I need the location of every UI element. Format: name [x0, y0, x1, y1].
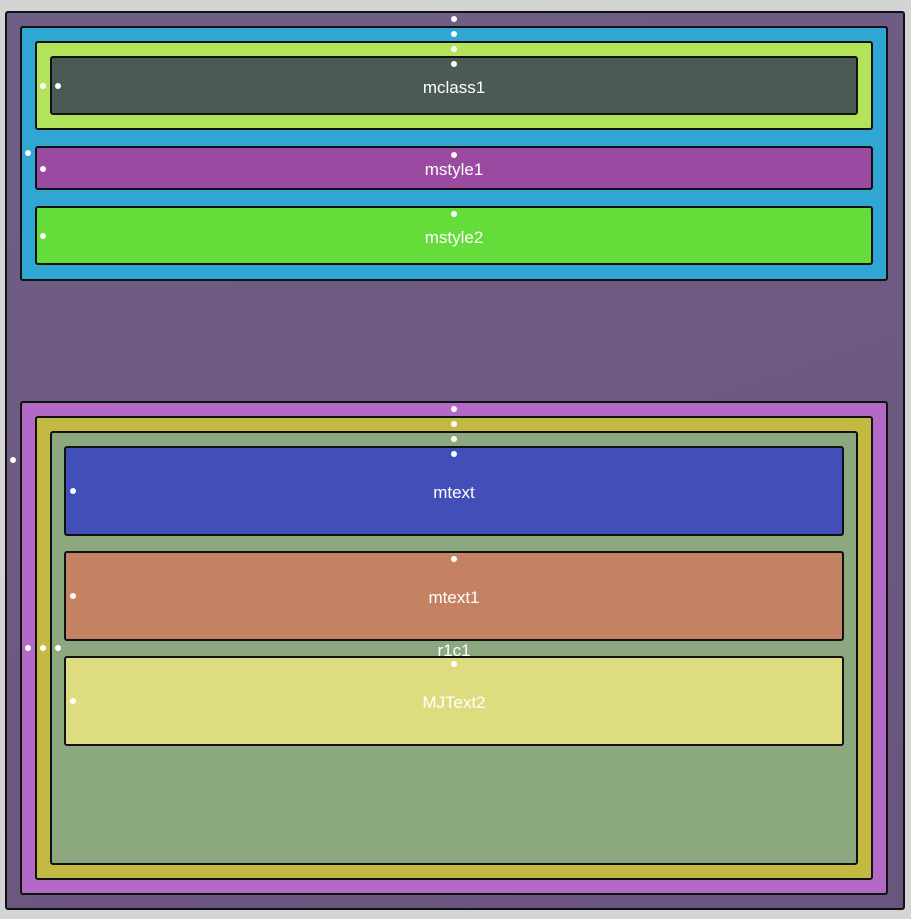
- anchor-dot: [25, 150, 31, 156]
- anchor-dot: [451, 31, 457, 37]
- mjtext2-label: MJText2: [422, 693, 486, 712]
- mtext-label: mtext: [433, 483, 475, 502]
- anchor-dot: [40, 645, 46, 651]
- r1c1-label: r1c1: [437, 641, 471, 660]
- anchor-dot: [70, 698, 76, 704]
- anchor-dot: [40, 83, 46, 89]
- anchor-dot: [55, 83, 61, 89]
- mtext-box: mtext: [64, 446, 844, 536]
- anchor-dot: [70, 593, 76, 599]
- anchor-dot: [451, 406, 457, 412]
- mstyle2-label: mstyle2: [424, 228, 484, 247]
- anchor-dot: [451, 211, 457, 217]
- anchor-dot: [451, 661, 457, 667]
- anchor-dot: [451, 46, 457, 52]
- anchor-dot: [55, 645, 61, 651]
- anchor-dot: [40, 233, 46, 239]
- mstyle1-label: mstyle1: [424, 160, 484, 179]
- anchor-dot: [451, 61, 457, 67]
- anchor-dot: [451, 421, 457, 427]
- anchor-dot: [40, 166, 46, 172]
- anchor-dot: [451, 16, 457, 22]
- anchor-dot: [70, 488, 76, 494]
- anchor-dot: [10, 457, 16, 463]
- anchor-dot: [451, 556, 457, 562]
- mtext1-box: mtext1: [64, 551, 844, 641]
- mtext1-label: mtext1: [428, 588, 480, 607]
- mclass1-label: mclass1: [422, 78, 486, 97]
- anchor-dot: [25, 645, 31, 651]
- mjtext2-box: MJText2: [64, 656, 844, 746]
- anchor-dot: [451, 451, 457, 457]
- anchor-dot: [451, 436, 457, 442]
- anchor-dot: [451, 152, 457, 158]
